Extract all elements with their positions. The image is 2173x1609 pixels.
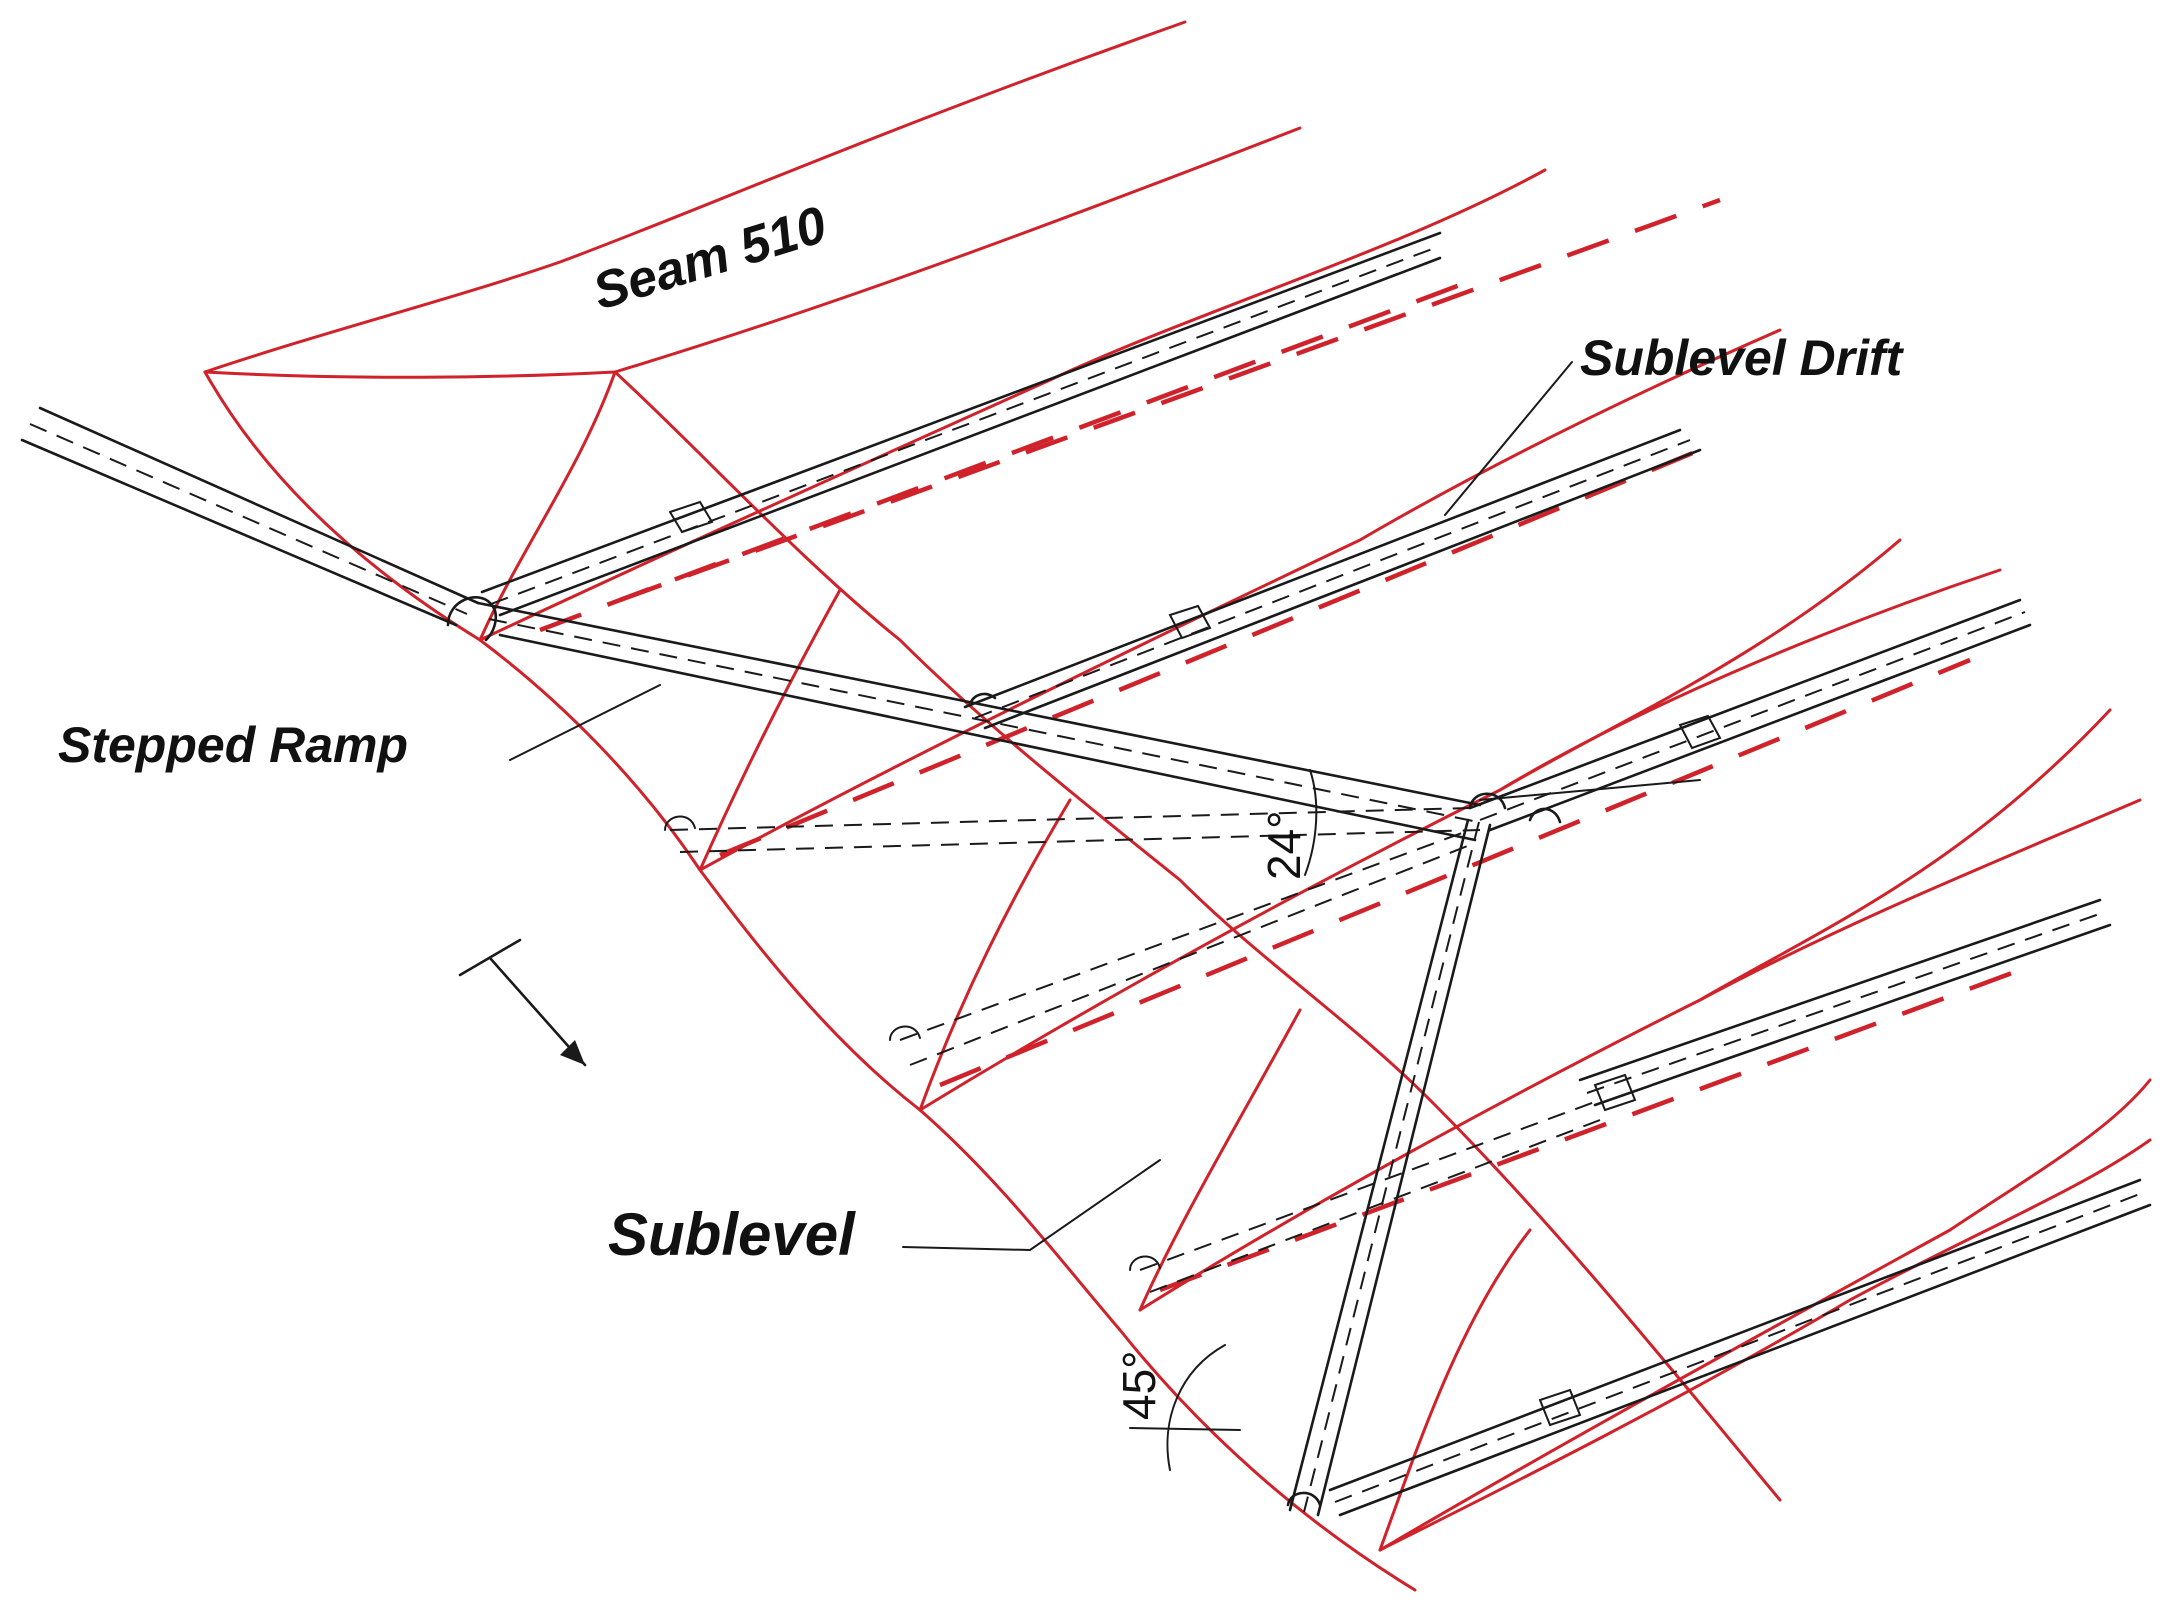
seam-outline [203,20,2152,1592]
direction-arrow-icon [458,938,587,1067]
stepped-ramp-leader [509,684,661,761]
ramp-angle-label: 24° [1258,810,1310,880]
sublevel-drift-label: Sublevel Drift [1580,330,1905,386]
sublevel-drift-leader [1444,361,1573,516]
seam-label: Seam 510 [587,196,834,322]
dip-angle-arc [1166,1344,1226,1471]
sublevel-label: Sublevel [608,1201,856,1268]
tunnels [20,231,2152,1517]
stepped-ramp-label: Stepped Ramp [58,717,408,773]
ramp-angle-arc [1304,769,1318,876]
dip-angle-label: 45° [1113,1350,1165,1420]
annotations [458,361,1701,1471]
sublevel-leader [902,1159,1161,1252]
